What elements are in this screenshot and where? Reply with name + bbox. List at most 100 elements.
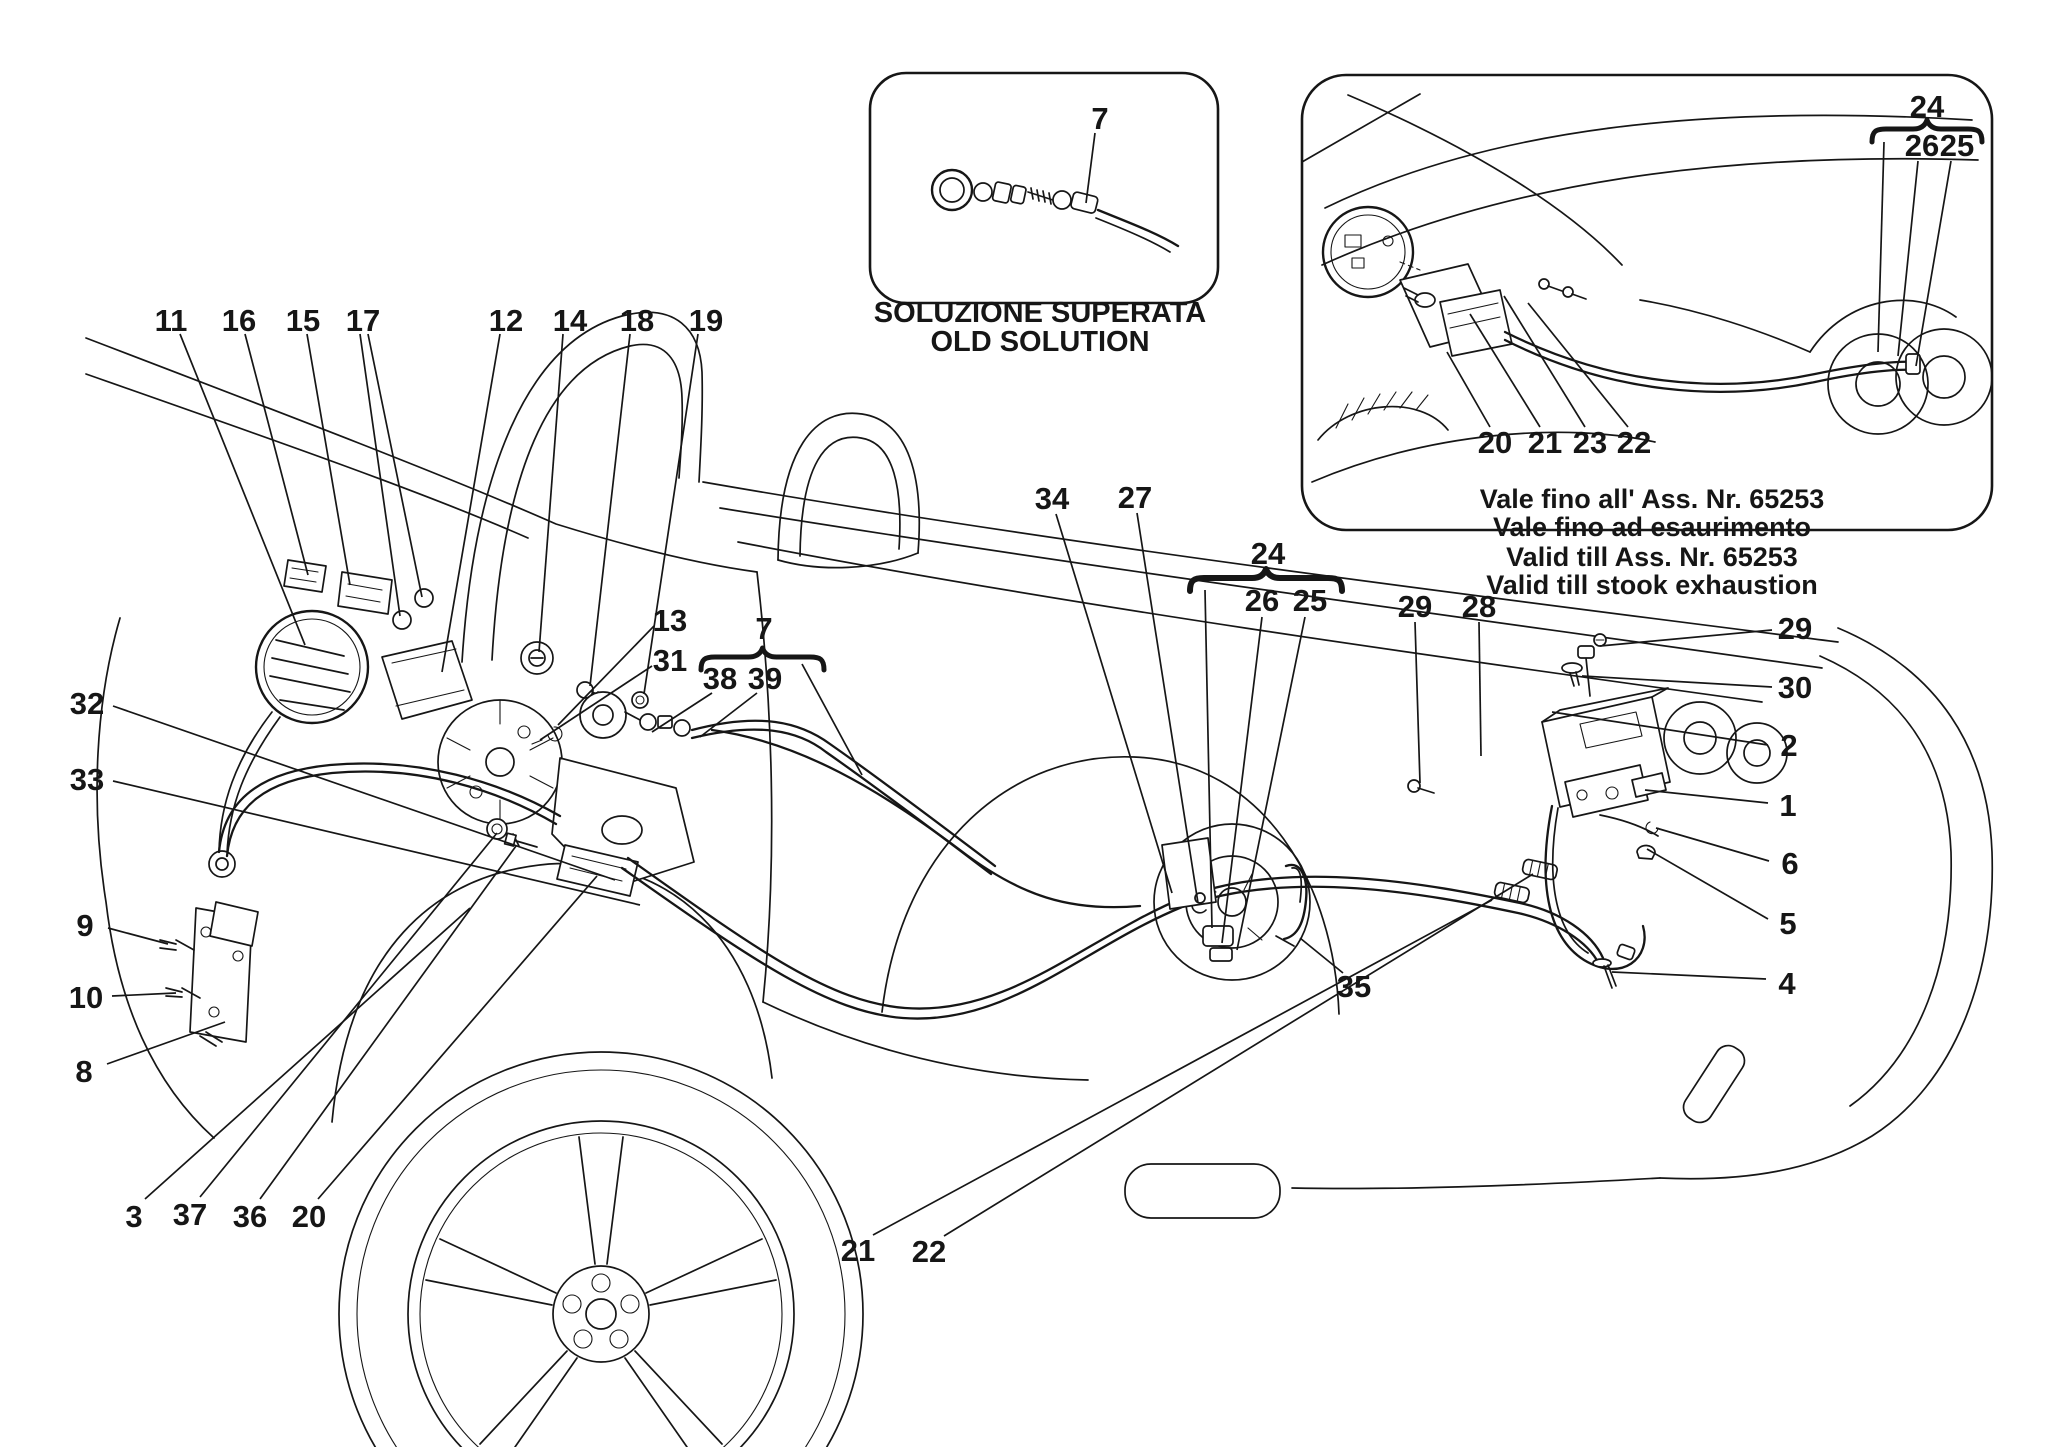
callout-21: 21 [1528,425,1562,460]
leader-line-25 [1236,616,1306,951]
callout-27: 27 [1118,480,1152,515]
leader-line-13 [557,625,655,726]
leader-line-25 [1915,160,1952,367]
callout-11: 11 [155,303,188,338]
callout-25: 25 [1940,128,1974,163]
callout-12: 12 [489,303,523,338]
callout-8: 8 [75,1054,92,1089]
leader-line-31 [539,665,653,741]
callout-9: 9 [76,908,93,943]
callout-28: 28 [1462,589,1496,624]
callout-34: 34 [1035,481,1070,516]
leader-line-20 [317,875,598,1200]
callout-21: 21 [841,1233,875,1268]
leader-line-17 [359,333,401,617]
callout-18: 18 [620,303,654,338]
group-brace [1869,117,1985,145]
leader-line-30 [1581,675,1773,688]
callout-15: 15 [286,303,320,338]
callout-30: 30 [1778,670,1812,705]
callout-31: 31 [653,643,687,678]
callout-32: 32 [70,686,104,721]
callout-22: 22 [1617,425,1651,460]
leader-line-37 [199,832,498,1198]
callout-33: 33 [70,762,104,797]
leader-line-15 [306,333,351,586]
callout-6: 6 [1781,846,1798,881]
leader-line-21 [1469,313,1541,428]
leader-line-8 [106,1021,226,1065]
leader-line-10 [111,992,177,997]
leader-line-17 [367,333,423,598]
callout-16: 16 [222,303,256,338]
leader-line-27 [1136,512,1199,904]
leader-line-22 [943,873,1534,1237]
leader-line-3 [144,907,471,1200]
detail-inset [1300,73,1994,532]
leader-line-39 [699,692,758,738]
leader-line-9 [107,927,169,945]
leader-line-14 [538,333,564,653]
leader-line-7 [801,663,863,776]
old-solution-inset: SOLUZIONE SUPERATA OLD SOLUTION [868,71,1220,358]
leader-line-38 [651,692,713,733]
callout-20: 20 [292,1199,326,1234]
callout-5: 5 [1779,906,1796,941]
leader-line-19 [643,333,699,695]
front-wheel-art [338,1051,864,1447]
leader-line-12 [441,333,501,673]
callout-35: 35 [1337,969,1371,1004]
note-line-4: Valid till stook exhaustion [1486,570,1818,600]
leader-line-24 [1204,589,1213,929]
leader-line-32 [112,705,616,881]
leader-line-20 [1446,351,1491,428]
leader-line-22 [1527,302,1629,428]
callout-2: 2 [1780,728,1797,763]
cable-fittings-art [1161,779,1559,962]
old-solution-caption-english: OLD SOLUTION [930,326,1149,358]
callout-24: 24 [1251,536,1286,571]
leader-line-6 [1655,827,1770,862]
leader-line-26 [1221,616,1263,944]
callout-23: 23 [1573,425,1607,460]
detail-inset-art [1302,93,1992,483]
callout-7: 7 [755,611,772,646]
leader-line-24 [1877,141,1885,353]
leader-line-34 [1055,513,1173,894]
note-line-1: Vale fino all' Ass. Nr. 65253 [1480,484,1825,514]
leader-line-21 [872,899,1493,1236]
leader-line-11 [179,333,306,646]
note-line-3: Valid till Ass. Nr. 65253 [1506,542,1798,572]
leader-line-7 [1085,132,1096,204]
callout-37: 37 [173,1197,207,1232]
leader-line-1 [1644,789,1769,804]
leader-line-36 [259,845,517,1200]
callout-10: 10 [69,980,103,1015]
old-solution-caption-italian: SOLUZIONE SUPERATA [874,297,1206,329]
callout-26: 26 [1245,583,1279,618]
car-body-art [85,311,1994,1219]
callout-29: 29 [1398,589,1432,624]
callout-19: 19 [689,303,723,338]
leader-line-18 [589,333,631,687]
old-solution-cable-art [930,168,1180,253]
leader-line-5 [1646,848,1769,920]
callout-13: 13 [653,603,687,638]
group-brace [698,645,827,673]
callout-25: 25 [1293,583,1327,618]
leader-line-23 [1503,295,1586,428]
leader-line-16 [244,333,309,576]
callout-1: 1 [1779,788,1796,823]
leader-line-29 [1599,629,1773,647]
callout-7: 7 [1091,101,1108,136]
callout-36: 36 [233,1199,267,1234]
callout-22: 22 [912,1234,946,1269]
callout-26: 26 [1905,128,1939,163]
release-cables-art [217,719,1605,1020]
callout-38: 38 [703,661,737,696]
leader-line-35 [1299,937,1344,974]
leader-line-28 [1478,621,1482,757]
leader-line-33 [112,780,641,906]
group-brace [1187,566,1345,594]
